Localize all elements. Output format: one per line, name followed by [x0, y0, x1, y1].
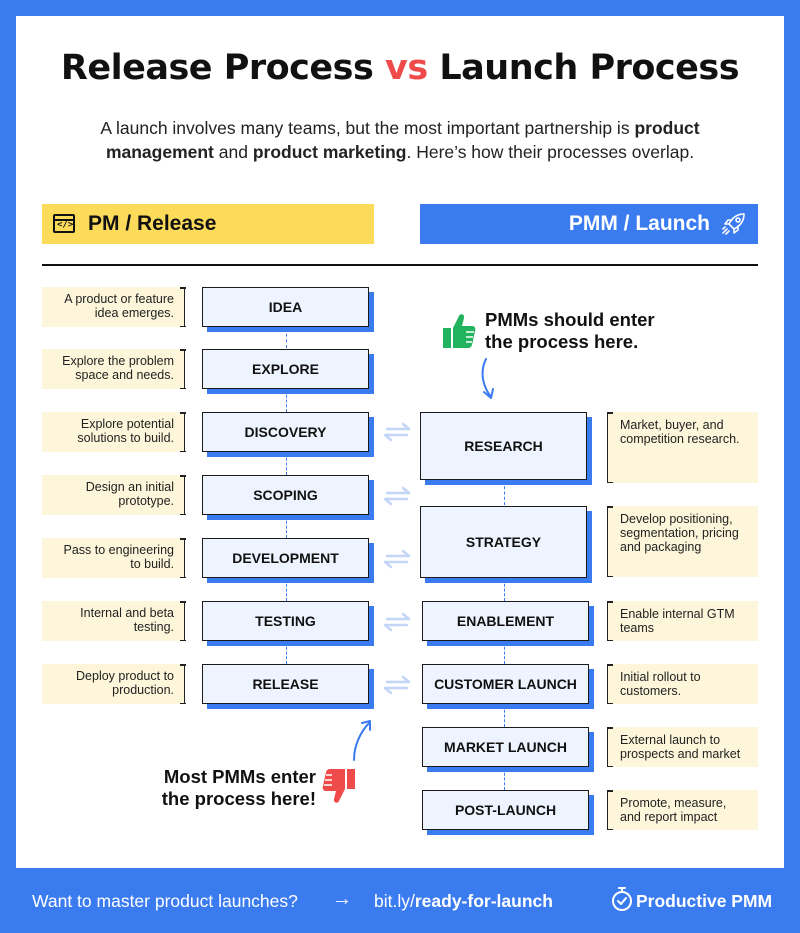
curved-arrow-up-icon: [353, 720, 371, 761]
launch-note-post-launch: Promote, measure, and report impact: [606, 790, 758, 830]
launch-connector: [504, 642, 505, 664]
pmm-launch-label: PMM / Launch: [568, 212, 710, 235]
release-note-discovery: Explore potential solutions to build.: [42, 412, 186, 452]
launch-note-market-launch: External launch to prospects and market: [606, 727, 758, 767]
should-enter-callout: PMMs should enter the process here.: [485, 309, 655, 352]
release-note-explore: Explore the problem space and needs.: [42, 349, 186, 389]
launch-step-strategy: STRATEGY: [420, 506, 587, 578]
code-window-icon: </>: [53, 214, 75, 233]
swap-arrows-icon: [383, 486, 411, 506]
pmm-launch-header: PMM / Launch: [420, 204, 758, 244]
arrow-right-icon: →: [332, 888, 352, 910]
release-note-development: Pass to engineering to build.: [42, 538, 186, 578]
swap-arrows-icon: [383, 612, 411, 632]
release-connector: [286, 453, 287, 475]
most-enter-callout: Most PMMs enter the process here!: [161, 766, 316, 809]
footer-cta: Want to master product launches?: [32, 891, 298, 911]
release-note-idea: A product or feature idea emerges.: [42, 287, 186, 327]
release-step-scoping: SCOPING: [202, 475, 369, 515]
launch-note-enablement: Enable internal GTM teams: [606, 601, 758, 641]
stopwatch-check-icon: [612, 887, 632, 911]
footer-link[interactable]: bit.ly/ready-for-launch: [374, 891, 553, 911]
launch-connector: [504, 768, 505, 790]
release-note-release: Deploy product to production.: [42, 664, 186, 704]
launch-connector: [504, 579, 505, 601]
swap-arrows-icon: [383, 675, 411, 695]
release-step-idea: IDEA: [202, 287, 369, 327]
release-step-release: RELEASE: [202, 664, 369, 704]
swap-arrows-icon: [383, 422, 411, 442]
rocket-icon: [722, 213, 745, 235]
release-note-scoping: Design an initial prototype.: [42, 475, 186, 515]
release-connector: [286, 579, 287, 601]
pm-release-label: PM / Release: [88, 212, 217, 235]
pm-release-header: </> PM / Release: [42, 204, 374, 244]
release-connector: [286, 390, 287, 412]
thumbs-up-icon: [443, 314, 476, 348]
launch-step-market-launch: MARKET LAUNCH: [422, 727, 589, 767]
page-title: Release Process vs Launch Process: [60, 48, 740, 88]
launch-connector: [504, 705, 505, 727]
launch-step-research: RESEARCH: [420, 412, 587, 480]
release-connector: [286, 328, 287, 348]
swap-arrows-icon: [383, 549, 411, 569]
release-step-testing: TESTING: [202, 601, 369, 641]
launch-step-post-launch: POST-LAUNCH: [422, 790, 589, 830]
launch-note-research: Market, buyer, and competition research.: [606, 412, 758, 483]
launch-step-enablement: ENABLEMENT: [422, 601, 589, 641]
subtitle: A launch involves many teams, but the mo…: [100, 118, 700, 162]
section-divider: [42, 264, 758, 266]
release-step-explore: EXPLORE: [202, 349, 369, 389]
thumbs-down-icon: [322, 769, 355, 803]
release-connector: [286, 516, 287, 538]
curved-arrow-down-icon: [481, 358, 494, 399]
release-note-testing: Internal and beta testing.: [42, 601, 186, 641]
launch-connector: [504, 481, 505, 505]
release-step-discovery: DISCOVERY: [202, 412, 369, 452]
release-step-development: DEVELOPMENT: [202, 538, 369, 578]
release-connector: [286, 642, 287, 664]
launch-step-customer-launch: CUSTOMER LAUNCH: [422, 664, 589, 704]
launch-note-strategy: Develop positioning, segmentation, prici…: [606, 506, 758, 577]
footer-brand: Productive PMM: [636, 891, 773, 911]
launch-note-customer-launch: Initial rollout to customers.: [606, 664, 758, 704]
